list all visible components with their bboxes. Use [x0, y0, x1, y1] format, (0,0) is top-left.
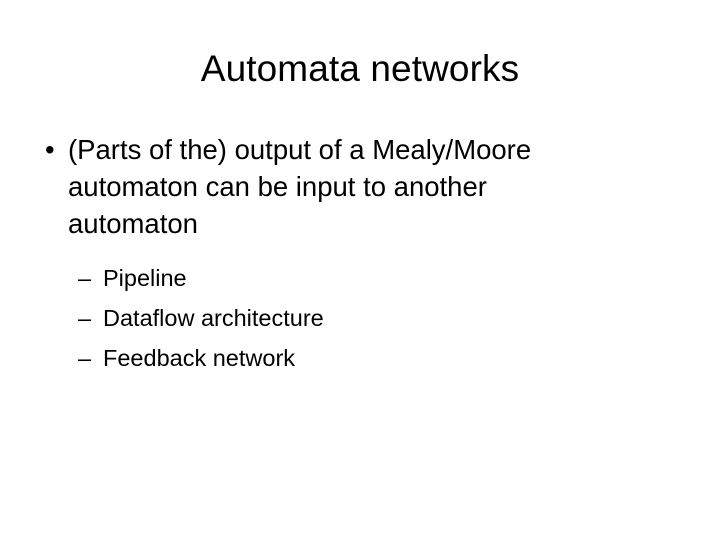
slide-body: • (Parts of the) output of a Mealy/Moore… [36, 131, 684, 378]
dash-marker-icon: – [78, 265, 92, 291]
bullet-marker-icon: • [45, 134, 55, 165]
list-item: – Pipeline [78, 258, 684, 298]
list-item: – Feedback network [78, 338, 684, 378]
sub-bullet-text-feedback-network: Feedback network [103, 345, 296, 371]
dash-marker-icon: – [78, 305, 92, 331]
list-item: – Dataflow architecture [78, 298, 684, 338]
bullet-item-primary: • (Parts of the) output of a Mealy/Moore… [36, 131, 616, 242]
bullet-text-primary: (Parts of the) output of a Mealy/Moore a… [68, 134, 532, 239]
sub-bullet-text-pipeline: Pipeline [103, 265, 187, 291]
page-title: Automata networks [200, 48, 520, 89]
sub-bullet-list: – Pipeline – Dataflow architecture – Fee… [36, 258, 684, 378]
sub-bullet-text-dataflow-architecture: Dataflow architecture [103, 305, 324, 331]
dash-marker-icon: – [78, 345, 92, 371]
